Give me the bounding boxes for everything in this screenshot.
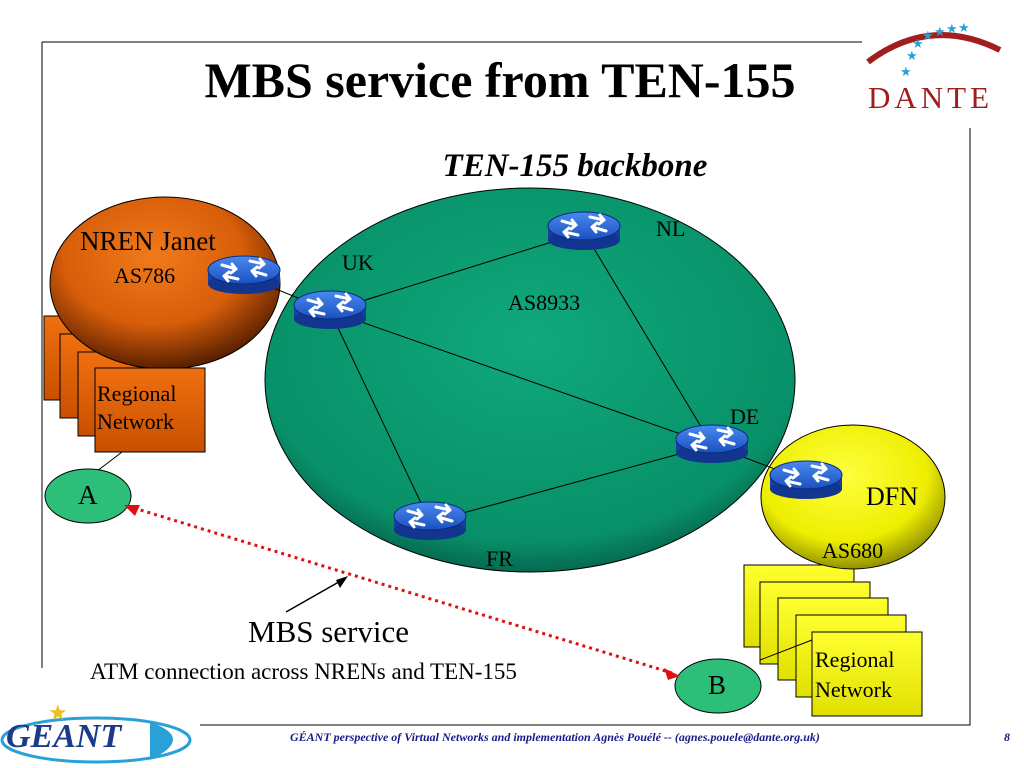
dfn-regional-box-front [811, 631, 923, 717]
backbone-as-label: AS8933 [508, 290, 581, 315]
geant-logo-tail [150, 722, 173, 760]
backbone-heading: TEN-155 backbone [442, 148, 708, 184]
slide-footer: GÉANT perspective of Virtual Networks an… [290, 730, 820, 744]
janet-regional-label: Regional Network [97, 380, 176, 436]
frame-right-bottom-line [200, 128, 971, 726]
link-uk-nl [329, 231, 585, 312]
endpoint-a-label: A [78, 480, 98, 510]
router-fr-icon [392, 500, 468, 542]
svg-text:★: ★ [912, 37, 924, 52]
endpoint-a-ellipse [44, 468, 132, 524]
svg-text:★: ★ [958, 21, 970, 36]
router-de-icon [674, 423, 750, 465]
janet-as-label: AS786 [114, 263, 176, 288]
link-nl-de [583, 231, 713, 446]
geant-logo-swoosh [0, 716, 192, 764]
dante-logo-arc [866, 32, 1002, 65]
mbs-dotted-connection [133, 506, 673, 675]
router-dfn-icon [768, 459, 844, 501]
janet-name-label: NREN Janet [80, 226, 216, 256]
mbs-arrowhead-b-icon [664, 668, 680, 680]
dfn-regional-line-1: Regional [815, 647, 895, 672]
mbs-service-title: MBS service [248, 614, 410, 649]
link-b-dfn-regional [759, 639, 813, 661]
callout-line [285, 578, 345, 613]
node-uk-label: UK [342, 250, 374, 275]
janet-regional-line-1: Regional [97, 381, 177, 406]
mbs-arrowhead-a-icon [124, 505, 140, 516]
link-uk-de [329, 310, 713, 446]
svg-text:★: ★ [922, 29, 934, 44]
geant-logo-text: GEANT [6, 718, 122, 755]
node-fr-label: FR [486, 546, 513, 571]
router-uk-icon [292, 289, 368, 331]
endpoint-b-ellipse [674, 658, 762, 714]
page-number: 8 [1004, 730, 1010, 744]
geant-star-icon: ★ [48, 701, 68, 726]
dante-stars-icon: ★ ★ ★ ★ ★ ★ ★ [900, 21, 970, 80]
svg-text:★: ★ [946, 22, 958, 37]
router-janet-icon [206, 254, 282, 296]
link-de-fr [429, 444, 713, 523]
callout-arrowhead-icon [336, 576, 348, 588]
router-nl-icon [546, 210, 622, 252]
dfn-as-label: AS680 [822, 538, 884, 563]
dfn-name-label: DFN [866, 482, 919, 511]
svg-text:★: ★ [906, 49, 918, 64]
janet-regional-line-2: Network [97, 409, 174, 434]
janet-regional-box-front [94, 367, 206, 453]
endpoint-b-label: B [708, 670, 727, 700]
svg-text:★: ★ [900, 65, 912, 80]
svg-text:★: ★ [934, 25, 946, 40]
dfn-regional-line-2: Network [815, 677, 892, 702]
mbs-service-description: ATM connection across NRENs and TEN-155 [90, 659, 517, 684]
dante-logo-text: DANTE [868, 80, 994, 115]
link-uk-fr [329, 310, 431, 523]
node-de-label: DE [730, 404, 760, 429]
slide-title: MBS service from TEN-155 [204, 52, 796, 108]
node-nl-label: NL [656, 216, 686, 241]
ten155-backbone-ellipse [264, 187, 796, 573]
dfn-regional-label: Regional Network [815, 645, 894, 705]
